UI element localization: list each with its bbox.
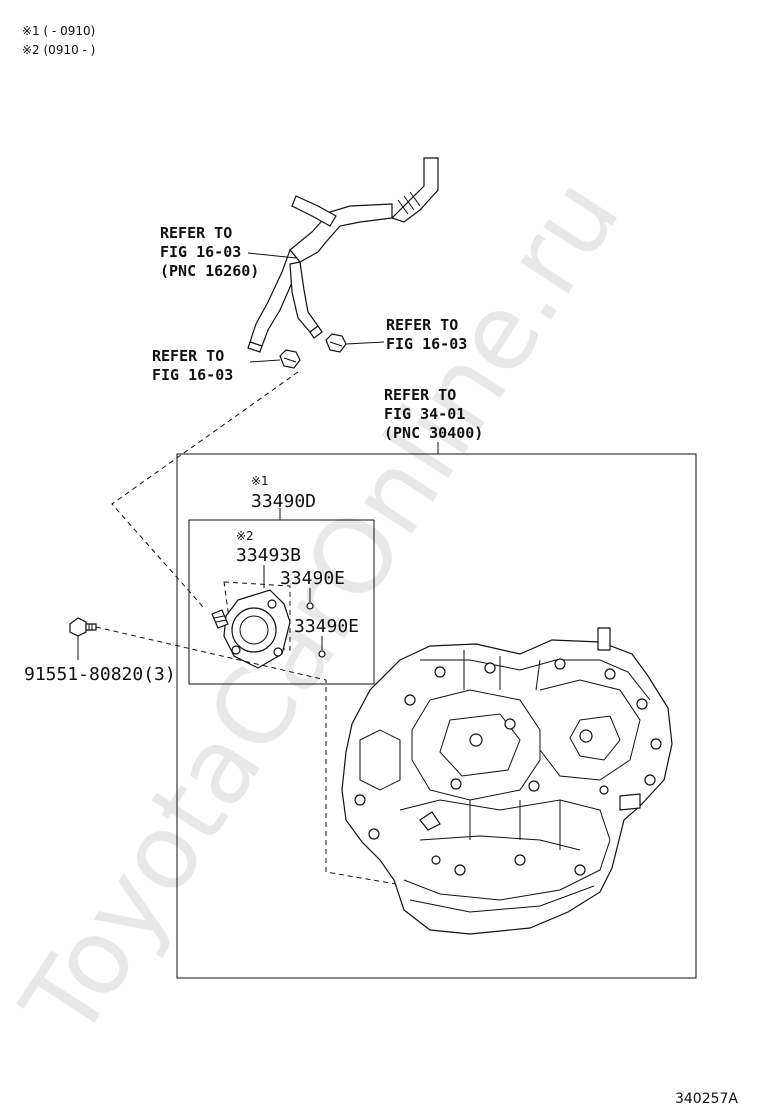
note-2: ※2 (0910 - )	[22, 43, 95, 57]
clip-left-refer-line1: REFER TO	[152, 347, 224, 365]
clip-left-refer-line2: FIG 16-03	[152, 366, 233, 384]
part-33490e-b: 33490E	[294, 616, 359, 637]
hose-refer-line1: REFER TO	[160, 224, 232, 242]
hose-refer-line3: (PNC 16260)	[160, 262, 259, 280]
clip-right-refer-line2: FIG 16-03	[386, 335, 467, 353]
pump-subframe	[188, 519, 375, 685]
hose-clip-right	[325, 333, 385, 353]
oil-pump-drawing	[211, 581, 291, 669]
p33493b-mark: ※2	[236, 529, 254, 543]
hose-clip-left	[249, 349, 301, 369]
transaxle-frame	[176, 453, 697, 979]
bolt-drawing	[69, 617, 97, 660]
part-33490e-a: 33490E	[280, 568, 345, 589]
part-bolt: 91551-80820(3)	[24, 664, 176, 685]
figure-id: 340257A	[675, 1091, 738, 1107]
breather-hose-drawing	[247, 157, 439, 353]
transaxle-drawing	[341, 627, 673, 935]
transaxle-refer-line3: (PNC 30400)	[384, 424, 483, 442]
o-ring-a	[306, 602, 314, 610]
hose-refer-line2: FIG 16-03	[160, 243, 241, 261]
watermark: ToyotaCarOnline.ru	[0, 157, 643, 1059]
part-33490d: 33490D	[251, 491, 316, 512]
p33490d-mark: ※1	[251, 474, 269, 488]
transaxle-refer-line1: REFER TO	[384, 386, 456, 404]
note-1: ※1 ( - 0910)	[22, 24, 95, 38]
clip-right-refer-line1: REFER TO	[386, 316, 458, 334]
transaxle-refer-line2: FIG 34-01	[384, 405, 465, 423]
part-33493b: 33493B	[236, 545, 301, 566]
o-ring-b	[318, 650, 326, 658]
